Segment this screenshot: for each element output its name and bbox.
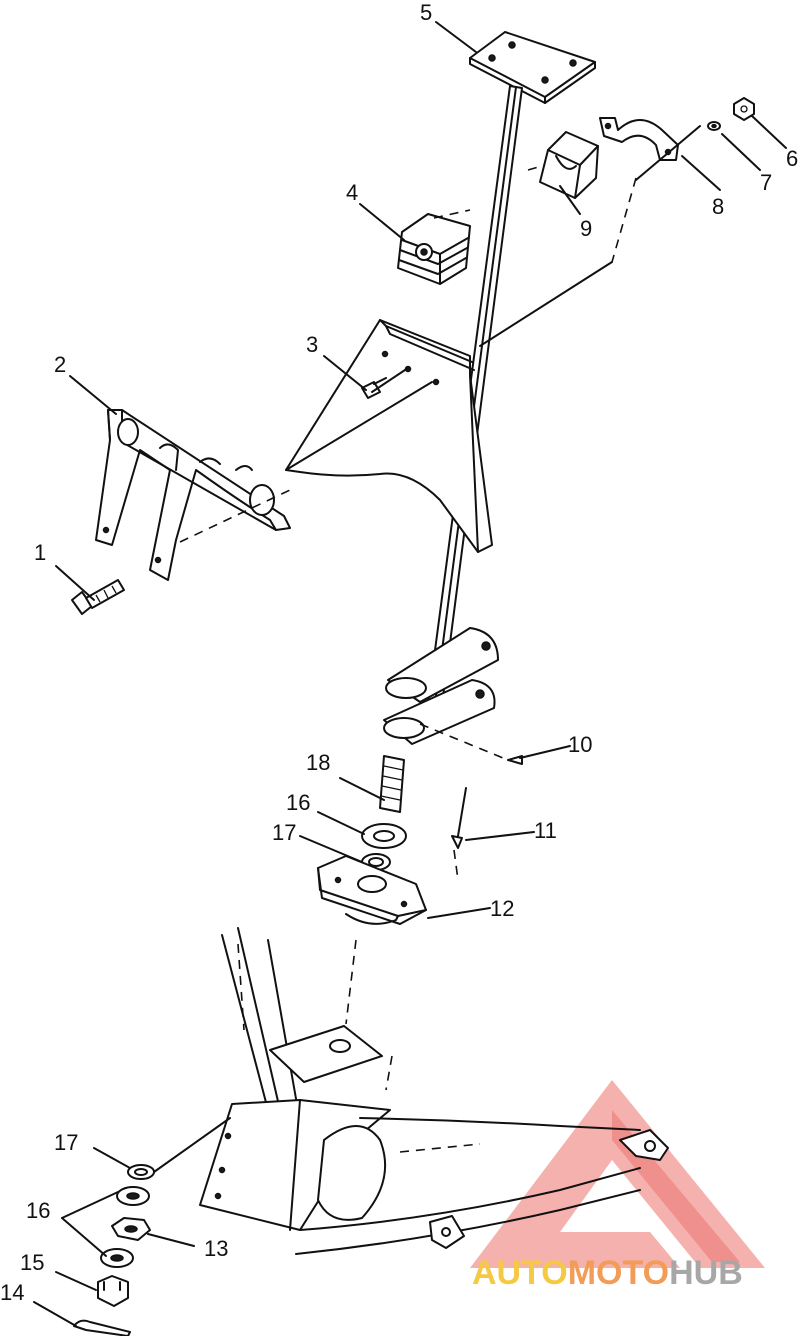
bearing-housing-12	[317, 855, 427, 925]
callout-8: 8	[712, 194, 724, 219]
callout-15: 15	[20, 1250, 44, 1275]
steering-arm-lower	[383, 679, 496, 745]
watermark-text: AUTOMOTOHUB	[472, 1254, 743, 1292]
alignment-lines	[179, 164, 637, 1153]
callout-14: 14	[0, 1280, 24, 1305]
watermark-triangle	[470, 1080, 765, 1268]
callout-13: 13	[204, 1236, 228, 1261]
steering-arm-upper	[385, 627, 499, 703]
watermark-logo: AUTOMOTOHUB	[470, 1080, 765, 1292]
splined-shaft-end-18	[379, 755, 405, 813]
spindle-bracket	[429, 1129, 669, 1249]
washer-16-lower-a	[116, 1186, 150, 1206]
callout-7: 7	[760, 170, 772, 195]
nut-13	[111, 1217, 151, 1241]
callout-5: 5	[420, 0, 432, 25]
callout-16b: 16	[26, 1198, 50, 1223]
callout-3: 3	[306, 332, 318, 357]
rivet-11	[451, 787, 467, 849]
bracket-2	[95, 409, 291, 581]
callout-10: 10	[568, 732, 592, 757]
callout-9: 9	[580, 216, 592, 241]
mount-plate	[285, 319, 493, 553]
callout-12: 12	[490, 896, 514, 921]
callout-18: 18	[306, 750, 330, 775]
callout-16a: 16	[286, 790, 310, 815]
callout-2: 2	[54, 352, 66, 377]
washer-17-lower	[127, 1164, 155, 1180]
bushing-block-9	[539, 131, 599, 199]
washer-7	[707, 121, 721, 131]
callout-11: 11	[534, 818, 557, 843]
washer-16-upper	[361, 823, 407, 849]
rubber-bushing-4	[397, 213, 471, 285]
nut-6	[733, 97, 755, 121]
callout-labels: 1 2 3 4 5 6 7 8 9 10 11 12 18 16 17 17 1…	[0, 0, 798, 1305]
screw-3	[361, 377, 387, 399]
callout-17a: 17	[272, 820, 296, 845]
top-plate-5	[469, 31, 596, 104]
callout-6: 6	[786, 146, 798, 171]
chassis-frame	[199, 927, 641, 1255]
callout-4: 4	[346, 180, 358, 205]
leader-lines	[33, 21, 787, 1327]
washer-16-lower-b	[100, 1248, 134, 1268]
cotter-pin-14	[73, 1319, 131, 1336]
callout-1: 1	[34, 540, 46, 565]
callout-17b: 17	[54, 1130, 78, 1155]
castle-nut-15	[97, 1275, 129, 1307]
bolt-1	[71, 579, 125, 615]
pin-10	[507, 755, 523, 765]
